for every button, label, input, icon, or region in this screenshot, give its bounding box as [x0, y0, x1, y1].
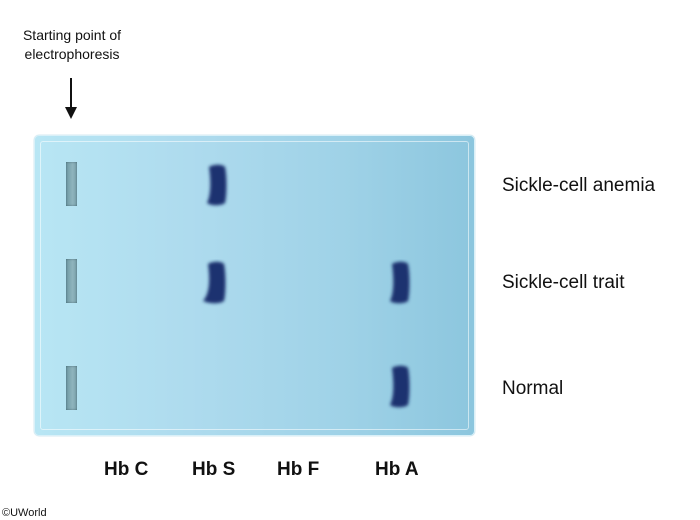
- hb-a-label: Hb A: [375, 459, 419, 480]
- electrophoresis-gel: [34, 135, 475, 436]
- row-label-normal: Normal: [502, 378, 564, 399]
- row-label-sickle-cell-trait: Sickle-cell trait: [502, 272, 625, 293]
- starting-point-line-1: Starting point of: [22, 27, 122, 43]
- hb-f-label: Hb F: [277, 459, 320, 480]
- well-row-1: [66, 162, 77, 206]
- down-arrow-icon: [63, 78, 79, 120]
- copyright-notice: ©UWorld: [2, 507, 47, 519]
- row-label-sickle-cell-anemia: Sickle-cell anemia: [502, 175, 656, 196]
- starting-point-label: Starting point of electrophoresis: [0, 26, 144, 64]
- well-row-2: [66, 259, 77, 303]
- starting-point-line-2: electrophoresis: [24, 46, 120, 62]
- band-trait-hb-a: [390, 261, 410, 304]
- band-anemia-hb-s: [207, 164, 227, 206]
- well-row-3: [66, 366, 77, 410]
- band-trait-hb-s: [203, 261, 226, 304]
- band-normal-hb-a: [390, 365, 410, 408]
- hb-s-label: Hb S: [192, 459, 236, 480]
- hb-c-label: Hb C: [104, 459, 149, 480]
- gel-inner-border: [40, 141, 469, 430]
